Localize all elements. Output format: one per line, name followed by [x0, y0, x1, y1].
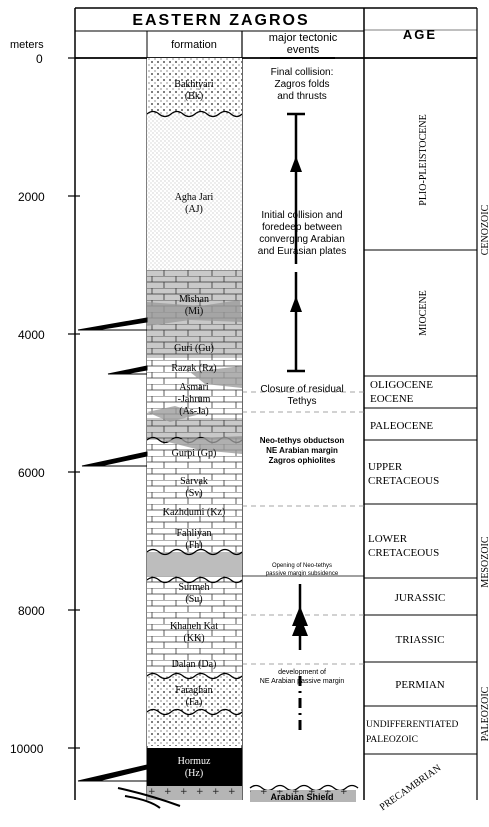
depth-tick-6000: 6000 [18, 466, 45, 480]
age-eocene: EOCENE [370, 393, 414, 405]
age-paleocene: PALEOCENE [370, 420, 433, 432]
formation-asmari-code: (As-Ja) [179, 406, 208, 417]
formation-guri: Guri (Gu) [174, 343, 214, 354]
event-opening-1: Opening of Neo-tethys [272, 563, 332, 569]
depth-tick-4000: 4000 [18, 328, 45, 342]
event-initial-collision-1: Initial collision and [261, 210, 342, 221]
age-plio-pleistocene: PLIO-PLEISTOCENE [418, 114, 429, 205]
era-labels: CENOZOIC MESOZOIC PALEOZOIC [480, 204, 489, 741]
events-header-line1: major tectonic [269, 32, 338, 44]
formation-agha-jari-code: (AJ) [185, 204, 203, 215]
formation-mishan: Mishan [179, 294, 209, 305]
formation-hormuz-code: (Hz) [185, 768, 203, 779]
formation-jahrum: -Jahrum [178, 394, 211, 405]
age-miocene: MIOCENE [418, 290, 429, 336]
formation-agha-jari: Agha Jari [175, 192, 214, 203]
age-permian: PERMIAN [395, 679, 445, 691]
tectonic-events [242, 58, 364, 802]
event-final-collision-2: Zagros folds [274, 79, 329, 90]
age-lower-cretaceous-2: CRETACEOUS [368, 547, 439, 559]
event-arabian-shield: Arabian Shield [270, 792, 333, 802]
event-obduction-2: NE Arabian margin [266, 446, 338, 455]
age-upper-cretaceous-1: UPPER [368, 461, 403, 473]
event-development-2: NE Arabian passive margin [260, 678, 345, 685]
formation-bakhtyari: Bakhtyari [174, 79, 214, 90]
event-obduction-1: Neo-tethys obductson [260, 436, 345, 445]
event-final-collision-1: Final collision: [271, 67, 334, 78]
formation-razak: Razak (Rz) [171, 363, 216, 374]
formation-kazhdumi: Kazhdumi (Kz) [163, 507, 225, 518]
age-jurassic: JURASSIC [395, 592, 446, 604]
depth-tick-10000: 10000 [10, 742, 44, 756]
event-initial-collision-3: converging Arabian [259, 234, 345, 245]
events-header-line2: events [287, 44, 320, 56]
formation-asmari: Asmari [179, 382, 209, 393]
event-labels: Final collision: Zagros folds and thrust… [258, 67, 346, 802]
meters-header: meters [10, 39, 44, 51]
age-precambrian: PRECAMBRIAN [378, 763, 443, 813]
era-cenozoic: CENOZOIC [480, 204, 489, 255]
age-triassic: TRIASSIC [396, 634, 445, 646]
event-opening-2: passive margin subsidence [266, 571, 339, 577]
age-paleozoic-1: UNDIFFERENTIATED [366, 720, 458, 730]
formation-sarvak-code: (Sv) [185, 488, 202, 499]
era-paleozoic: PALEOZOIC [480, 686, 489, 741]
age-header: AGE [403, 27, 437, 42]
formation-sarvak: Sarvak [180, 476, 208, 487]
formation-mishan-code: (Mi) [185, 306, 203, 317]
event-closure-1: Closure of residual [260, 384, 343, 395]
formation-dalan: Dalan (Da) [172, 659, 217, 670]
event-development-1: development of [278, 669, 326, 676]
depth-tick-8000: 8000 [18, 604, 45, 618]
formation-fahliyan-code: (Fh) [185, 540, 202, 551]
depth-tick-2000: 2000 [18, 190, 45, 204]
era-mesozoic: MESOZOIC [480, 536, 489, 587]
age-oligocene: OLIGOCENE [370, 379, 433, 391]
formation-hormuz: Hormuz [178, 756, 211, 767]
formation-faraghan-code: (Fa) [186, 697, 203, 708]
event-initial-collision-4: and Eurasian plates [258, 246, 346, 257]
depth-axis: 0 2000 4000 6000 8000 10000 [10, 52, 80, 756]
formation-faraghan: Faraghan [175, 685, 212, 696]
formation-gurpi: Gurpi (Gp) [172, 448, 217, 459]
formation-surmeh-code: (Su) [185, 594, 202, 605]
depth-tick-0: 0 [36, 52, 43, 66]
age-upper-cretaceous-2: CRETACEOUS [368, 475, 439, 487]
formation-fahliyan: Fahliyan [177, 528, 212, 539]
event-final-collision-3: and thrusts [277, 91, 326, 102]
formation-khaneh-kat: Khaneh Kat [170, 621, 218, 632]
diagram-title: EASTERN ZAGROS [132, 12, 309, 29]
event-obduction-3: Zagros ophiolites [269, 456, 336, 465]
age-lower-cretaceous-1: LOWER [368, 533, 408, 545]
age-paleozoic-2: PALEOZOIC [366, 735, 418, 745]
formation-header: formation [171, 39, 217, 51]
age-labels: PLIO-PLEISTOCENE MIOCENE OLIGOCENE EOCEN… [366, 114, 458, 813]
event-initial-collision-2: foredeep between [262, 222, 342, 233]
formation-khaneh-kat-code: (KK) [183, 633, 204, 644]
event-closure-2: Tethys [288, 396, 317, 407]
formation-surmeh: Surmeh [178, 582, 209, 593]
formation-bakhtyari-code: (Bk) [185, 91, 203, 102]
